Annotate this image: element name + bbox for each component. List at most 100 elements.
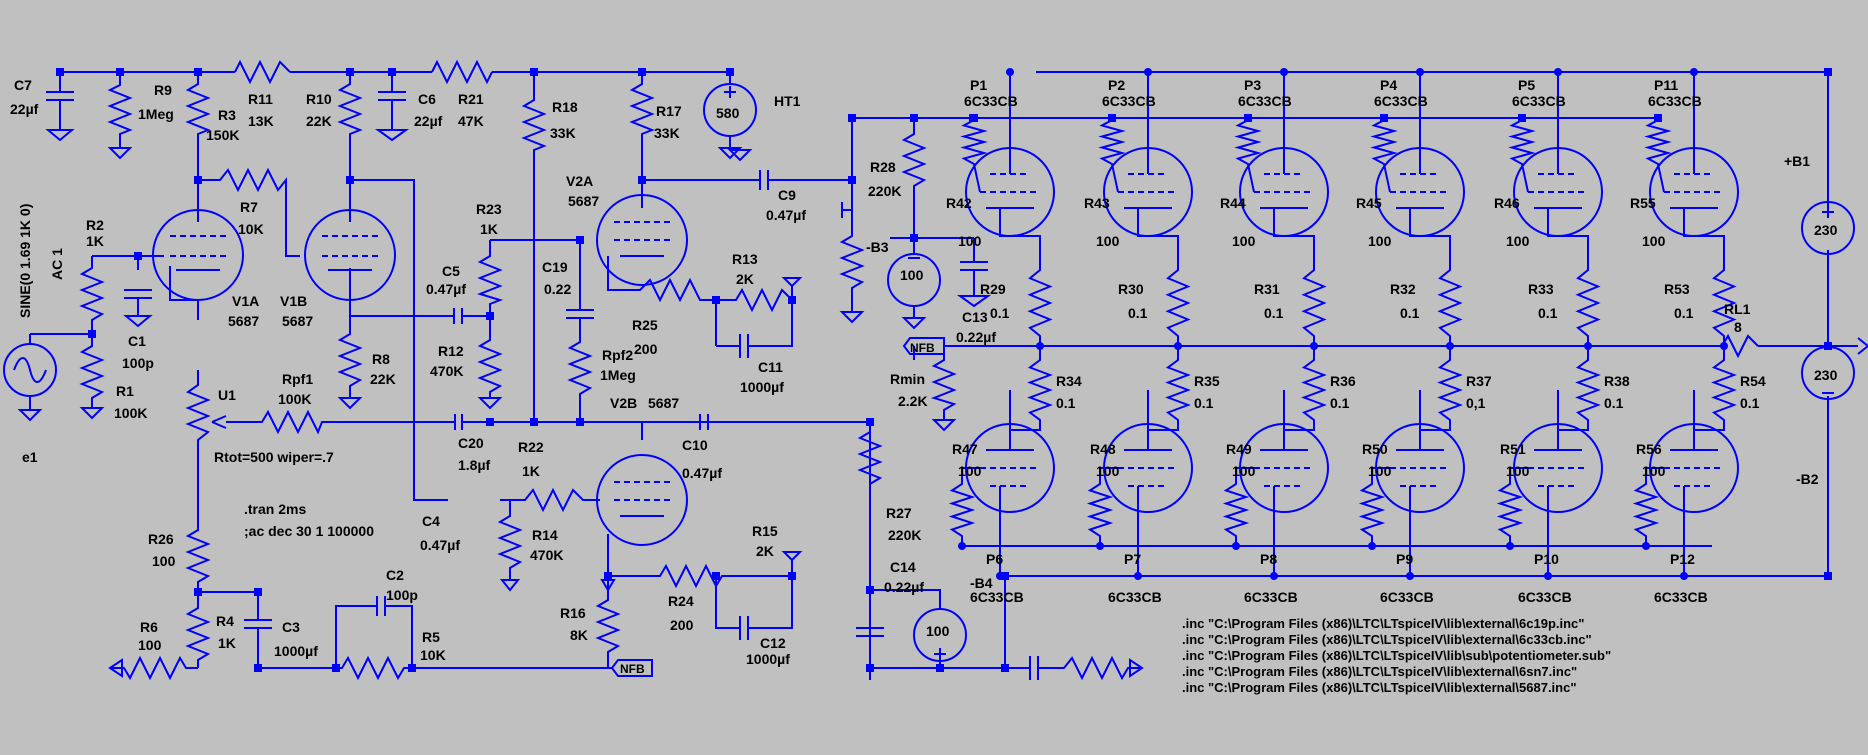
model-p1: 6C33CB xyxy=(964,93,1018,109)
junction xyxy=(638,68,646,76)
junction xyxy=(910,234,918,242)
value-c11: 1000µf xyxy=(740,379,784,395)
model-p6: 6C33CB xyxy=(970,589,1024,605)
value-rl1: 8 xyxy=(1734,319,1742,335)
model-p2: 6C33CB xyxy=(1102,93,1156,109)
label-r44: R44 xyxy=(1220,195,1246,211)
value-c19: 0.22 xyxy=(544,281,571,297)
model-p11: 6C33CB xyxy=(1648,93,1702,109)
value-v1b: 5687 xyxy=(282,313,313,329)
junction xyxy=(1134,572,1142,580)
junction xyxy=(486,418,494,426)
spice-directives: .inc "C:\Program Files (x86)\LTC\LTspice… xyxy=(1182,616,1611,695)
junction xyxy=(712,572,720,580)
model-p12: 6C33CB xyxy=(1654,589,1708,605)
value-c13: 0.22µf xyxy=(956,329,996,345)
value-v1a: 5687 xyxy=(228,313,259,329)
model-p3: 6C33CB xyxy=(1238,93,1292,109)
signal-source-e1[interactable] xyxy=(3,343,57,422)
junction xyxy=(1036,342,1044,350)
value-r28: 220K xyxy=(868,183,901,199)
label-b3: -B3 xyxy=(866,239,889,255)
label-c2: C2 xyxy=(386,567,404,583)
label-sine: SINE(0 1.69 1K 0) xyxy=(17,204,33,318)
label-b2: -B2 xyxy=(1796,471,1819,487)
nfb-flag-bottom xyxy=(610,659,653,677)
junction xyxy=(1720,342,1728,350)
label-r30: R30 xyxy=(1118,281,1144,297)
label-r25: R25 xyxy=(632,317,658,333)
junction xyxy=(1654,114,1662,122)
tube-v1b[interactable] xyxy=(304,209,396,301)
label-nfb-bottom: NFB xyxy=(620,662,645,676)
junction xyxy=(848,114,856,122)
label-r2: R2 xyxy=(86,217,104,233)
label-p5: P5 xyxy=(1518,77,1535,93)
label-r12: R12 xyxy=(438,343,464,359)
value-c14: 0.22µf xyxy=(884,579,924,595)
value-r14: 470K xyxy=(530,547,563,563)
label-r29: R29 xyxy=(980,281,1006,297)
value-r29: 0.1 xyxy=(990,305,1010,321)
junction xyxy=(866,664,874,672)
value-r53: 0.1 xyxy=(1674,305,1694,321)
label-nfb-top: NFB xyxy=(910,341,935,355)
tube-v1a[interactable] xyxy=(152,209,244,301)
label-c19: C19 xyxy=(542,259,568,275)
model-p4: 6C33CB xyxy=(1374,93,1428,109)
label-u1: U1 xyxy=(218,387,236,403)
junction xyxy=(1280,68,1288,76)
label-v1a: V1A xyxy=(232,293,259,309)
voltage-source-b2[interactable] xyxy=(1801,346,1855,400)
label-r56: R56 xyxy=(1636,441,1662,457)
output-tubes-bottom-row: P66C33CBR47100R340.1P76C33CBR48100R350.1… xyxy=(948,346,1766,605)
value-c2: 100p xyxy=(386,587,418,603)
label-c13: C13 xyxy=(962,309,988,325)
tube-v2b[interactable] xyxy=(596,454,688,546)
label-r10: R10 xyxy=(306,91,332,107)
value-b3: 100 xyxy=(900,267,924,283)
tube-v2a[interactable] xyxy=(596,194,688,286)
value-r27: 220K xyxy=(888,527,921,543)
voltage-source-b1[interactable] xyxy=(1801,201,1855,255)
label-acdec: ;ac dec 30 1 100000 xyxy=(244,523,374,539)
junction xyxy=(866,418,874,426)
junction xyxy=(254,588,262,596)
value-r45: 100 xyxy=(1368,233,1392,249)
value-r15: 2K xyxy=(756,543,774,559)
value-r48: 100 xyxy=(1096,463,1120,479)
voltage-source-ht1[interactable] xyxy=(703,72,757,160)
label-v2a: V2A xyxy=(566,173,593,189)
junction xyxy=(1368,542,1376,550)
label-r33: R33 xyxy=(1528,281,1554,297)
junction xyxy=(1174,342,1182,350)
junction xyxy=(958,542,966,550)
label-v1b: V1B xyxy=(280,293,307,309)
value-b4: 100 xyxy=(926,623,950,639)
value-r55: 100 xyxy=(1642,233,1666,249)
value-r17: 33K xyxy=(654,125,680,141)
component-labels: C7 22µf R9 1Meg R11 13K R3 150K R10 22K … xyxy=(10,77,1838,676)
value-v2b: 5687 xyxy=(648,395,679,411)
value-r9: 1Meg xyxy=(138,106,174,122)
junction xyxy=(1096,542,1104,550)
label-p8: P8 xyxy=(1260,551,1277,567)
label-rpf1: Rpf1 xyxy=(282,371,313,387)
junction xyxy=(194,68,202,76)
voltage-source-b3[interactable] xyxy=(887,253,941,330)
voltage-source-b4[interactable] xyxy=(913,608,967,662)
junction xyxy=(194,588,202,596)
junction xyxy=(788,572,796,580)
